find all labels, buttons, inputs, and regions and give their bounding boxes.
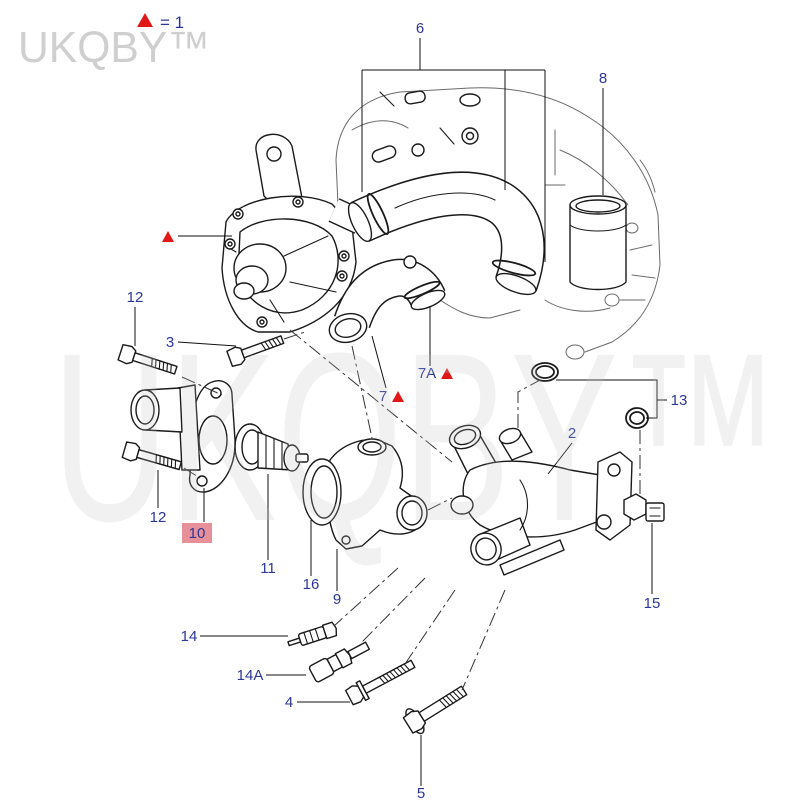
- callout-15: 15: [644, 595, 661, 612]
- outlet-neck: [130, 384, 201, 471]
- bolt-12-lower: [121, 441, 183, 471]
- red-triangle-icon: [441, 368, 453, 379]
- callout-14: 14: [181, 628, 198, 645]
- callout-14a: 14A: [237, 667, 264, 684]
- leader-lines: [134, 38, 667, 786]
- water-pump-bolts: [224, 196, 350, 328]
- callout-9: 9: [333, 591, 341, 608]
- callout-2: 2: [568, 425, 576, 442]
- callout-12-upper: 12: [127, 289, 144, 306]
- coolant-pipe-8: [569, 195, 627, 291]
- hose-clip: [403, 255, 417, 269]
- sensor-14: [287, 621, 338, 647]
- clamp-7a: [403, 280, 441, 300]
- water-pump: [221, 133, 357, 333]
- seal-16: [302, 458, 342, 526]
- callout-16: 16: [303, 576, 320, 593]
- callout-5: 5: [417, 785, 425, 800]
- temperature-sensor-15: [623, 493, 665, 522]
- water-pump-shaft: [233, 282, 255, 300]
- callout-7a: 7A: [418, 365, 436, 382]
- gasket-10: [188, 380, 236, 493]
- thermostat-11: [234, 423, 309, 472]
- watermark-center: UKQBY™: [52, 303, 780, 571]
- water-pump-bracket-hole: [266, 146, 282, 162]
- stud-4: [344, 659, 416, 706]
- callouts: 6 8 12 3 7A 7 13 2 10 12 11 16 9 15 14 1…: [127, 20, 688, 800]
- hose-6-fittings: [371, 90, 481, 163]
- red-triangle-icon: [392, 391, 404, 402]
- callout-7: 7: [379, 388, 387, 405]
- callout-13: 13: [671, 392, 688, 409]
- assembly-dashed-lines: [181, 329, 641, 691]
- thermostat-housing-2: [448, 424, 633, 576]
- callout-3: 3: [166, 334, 174, 351]
- bleed-pipe: [499, 539, 565, 576]
- callout-10-highlight: [182, 523, 212, 543]
- callout-8: 8: [599, 70, 607, 87]
- bolt-5: [402, 685, 468, 735]
- hose-6-clamp-left: [366, 193, 390, 235]
- sensor-14a: [308, 641, 371, 683]
- hose-6-left-end: [347, 201, 373, 243]
- watermark-corner: UKQBY™: [18, 23, 210, 72]
- callout-4: 4: [285, 694, 293, 711]
- o-ring-13-upper: [531, 362, 559, 382]
- elbow-hose-7: [328, 255, 446, 344]
- bolt-3: [226, 335, 285, 367]
- legend: = 1: [137, 13, 184, 32]
- coolant-hose-6: [347, 171, 545, 296]
- callout-12-lower: 12: [150, 509, 167, 526]
- red-triangle-icon: [137, 13, 153, 27]
- callout-10: 10: [189, 525, 206, 542]
- callout-6: 6: [416, 20, 424, 37]
- red-triangle-icon: [162, 231, 174, 242]
- hose-6-right-end: [495, 272, 537, 296]
- bolt-12-upper: [117, 343, 178, 375]
- callout-11: 11: [260, 560, 276, 577]
- thermostat-cover-9: [326, 438, 428, 550]
- hose-6-clamp-right: [491, 259, 537, 277]
- legend-text: = 1: [160, 13, 184, 32]
